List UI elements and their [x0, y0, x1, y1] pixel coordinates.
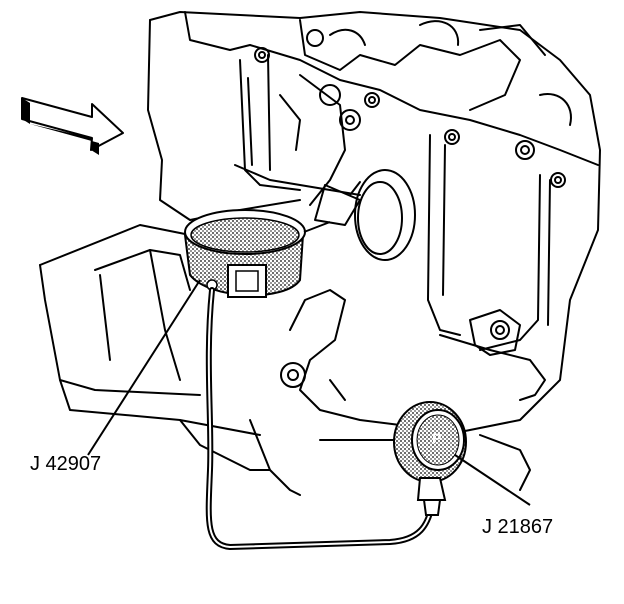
arrow-right-icon — [21, 97, 124, 155]
oil-filter-adapter-tool — [183, 209, 331, 298]
leader-line-j21867 — [454, 454, 531, 506]
pressure-gauge — [393, 401, 467, 516]
block-outline — [149, 11, 601, 441]
oil-pan-outline — [39, 224, 191, 266]
gauge-face-letter: P — [432, 430, 442, 446]
leader-line-j42907 — [87, 279, 201, 456]
gauge-hose — [205, 287, 435, 551]
callout-j42907: J 42907 — [30, 453, 102, 475]
callout-j21867: J 21867 — [482, 516, 554, 538]
